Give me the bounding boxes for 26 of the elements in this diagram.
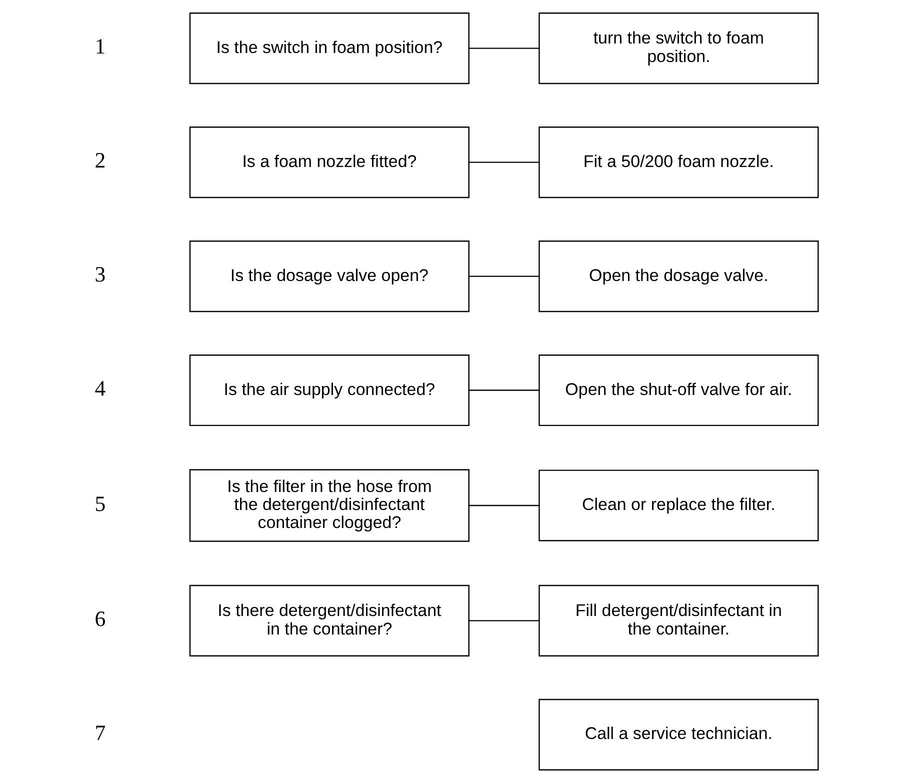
node-box: Fit a 50/200 foam nozzle. [538,126,819,198]
label: 1 [94,34,106,59]
label: 3 [94,262,106,287]
node-box: Is the switch in foam position? [189,12,470,84]
connector [468,390,539,391]
node-box: Is there detergent/disinfectant in the container? [189,584,470,656]
node-box: Call a service technician. [538,698,819,770]
label: 7 [94,721,106,746]
node-box: Is the dosage valve open? [189,240,470,312]
label: 4 [94,376,106,401]
connector [468,276,539,277]
label: 6 [94,607,106,632]
node-box: Is a foam nozzle fitted? [189,126,470,198]
label: 5 [94,492,106,516]
node-box: Open the shut-off valve for air. [538,354,819,426]
connector [468,162,539,163]
label: 2 [94,148,106,173]
node-box: turn the switch to foam position. [538,12,819,84]
node-box: Open the dosage valve. [538,240,819,312]
node-box: Fill detergent/disinfectant in the container. [538,584,819,656]
node-box: Is the filter in the hose from the detergent/disinfectant container clogged? [189,469,470,542]
node-box: Clean or replace the filter. [538,470,819,542]
connector [468,504,539,506]
node-box: Is the air supply connected? [189,354,470,426]
connector [468,48,539,49]
connector [468,620,539,622]
